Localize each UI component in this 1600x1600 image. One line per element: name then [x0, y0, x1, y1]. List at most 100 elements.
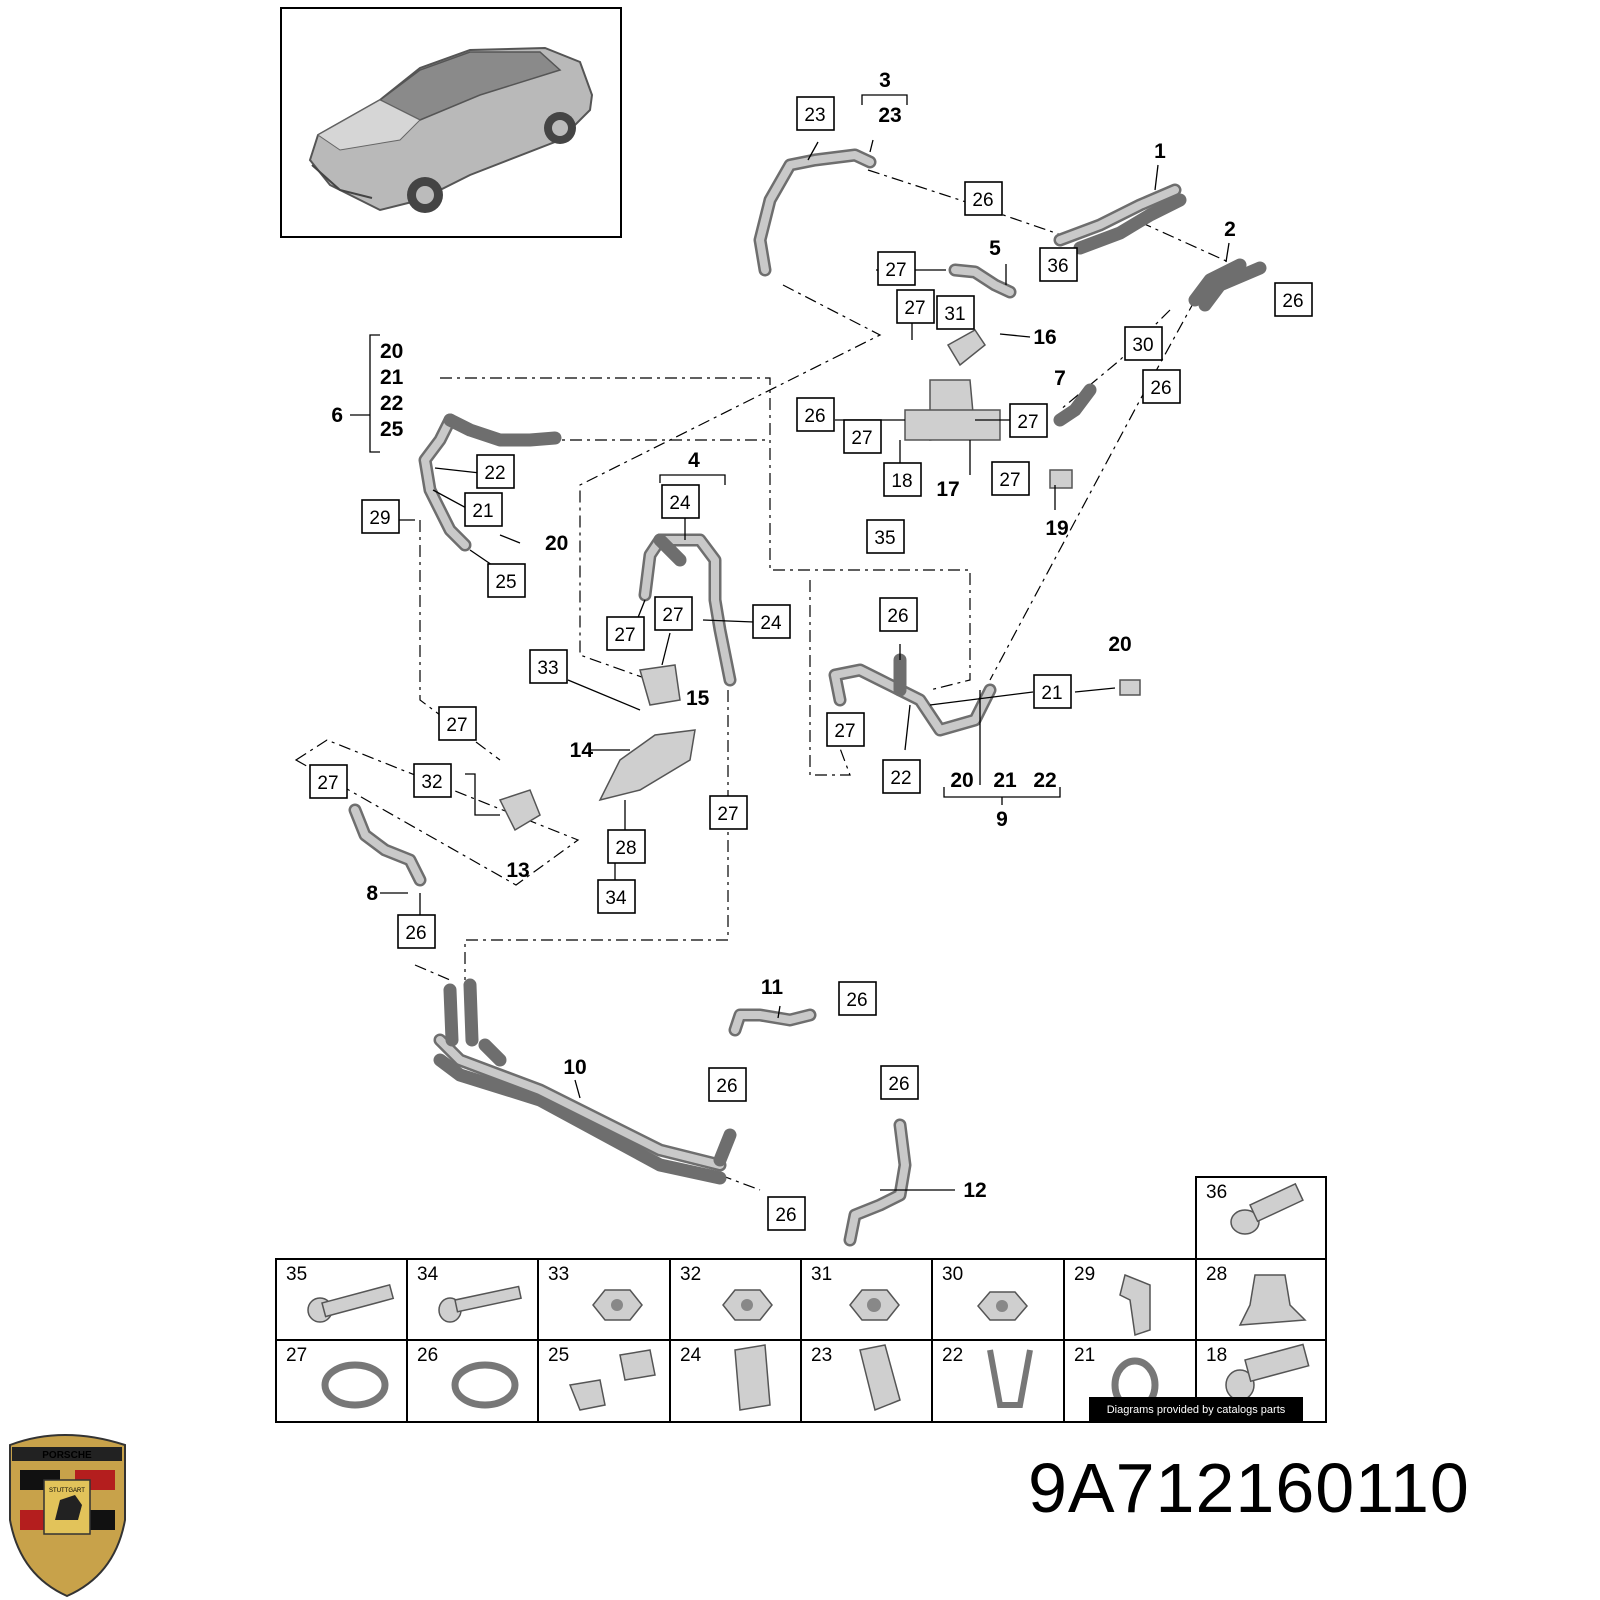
- svg-text:26: 26: [846, 990, 867, 1011]
- nut-icon: [722, 1289, 773, 1321]
- legend-cell-30: 30: [942, 1264, 1028, 1321]
- svg-text:24: 24: [760, 613, 782, 634]
- svg-text:29: 29: [369, 508, 390, 529]
- clip-icon: [859, 1344, 901, 1412]
- legend-cell-32: 32: [680, 1264, 773, 1321]
- callout-box: 25: [487, 563, 526, 598]
- svg-text:23: 23: [878, 104, 901, 127]
- svg-text:35: 35: [874, 528, 895, 549]
- svg-text:27: 27: [614, 625, 635, 646]
- legend-grid: 36 35 34 33 32 31 30 29 28 27 26 25 24 2…: [275, 1176, 1327, 1423]
- svg-text:STUTTGART: STUTTGART: [49, 1488, 85, 1494]
- svg-text:9: 9: [996, 808, 1008, 831]
- svg-text:13: 13: [506, 859, 529, 882]
- callout-box: 27: [606, 616, 645, 651]
- svg-text:21: 21: [993, 769, 1017, 792]
- svg-text:27: 27: [999, 470, 1020, 491]
- legend-cell-31: 31: [811, 1264, 900, 1321]
- double-clip-icon: [568, 1349, 656, 1411]
- svg-text:31: 31: [811, 1264, 832, 1285]
- svg-text:23: 23: [811, 1345, 832, 1366]
- callout-box: 26: [796, 397, 835, 432]
- callout-box: 28: [607, 829, 646, 864]
- svg-text:26: 26: [887, 606, 908, 627]
- callout-box: 23: [796, 96, 835, 131]
- callout-numbers: 3 23 1 2 5 16 7 17 19 20 21 22 25 6 20 4…: [331, 69, 1236, 1202]
- svg-text:18: 18: [1206, 1345, 1227, 1366]
- svg-text:27: 27: [286, 1345, 307, 1366]
- svg-text:32: 32: [680, 1264, 701, 1285]
- svg-text:22: 22: [890, 768, 911, 789]
- svg-text:21: 21: [472, 501, 493, 522]
- callout-box: 26: [880, 1065, 919, 1100]
- legend-cell-34: 34: [417, 1264, 522, 1323]
- callout-box: 27: [654, 596, 693, 631]
- svg-text:20: 20: [950, 769, 973, 792]
- callout-box: 26: [1274, 282, 1313, 317]
- svg-text:32: 32: [421, 772, 442, 793]
- hose-clamp-icon: [451, 1361, 519, 1409]
- legend-cell-29: 29: [1074, 1264, 1151, 1336]
- svg-text:33: 33: [537, 658, 558, 679]
- callout-box: 30: [1124, 326, 1163, 361]
- svg-text:4: 4: [688, 449, 700, 472]
- svg-text:21: 21: [380, 366, 404, 389]
- svg-text:28: 28: [615, 838, 636, 859]
- callout-box: 33: [529, 649, 568, 684]
- callout-box-label: 27: [317, 773, 338, 794]
- legend-cell-22: 22: [942, 1345, 1033, 1408]
- svg-text:20: 20: [1108, 633, 1131, 656]
- svg-text:16: 16: [1033, 326, 1056, 349]
- svg-text:24: 24: [680, 1345, 702, 1366]
- svg-text:27: 27: [904, 298, 925, 319]
- svg-text:11: 11: [761, 976, 784, 999]
- vehicle-inset: [280, 7, 622, 238]
- callout-box: 32: [413, 763, 452, 798]
- callout-box: 21: [464, 492, 503, 527]
- svg-text:33: 33: [548, 1264, 569, 1285]
- callout-box: 27: [877, 251, 916, 286]
- svg-text:1: 1: [1154, 140, 1166, 163]
- legend-cell-27: 27: [286, 1345, 389, 1409]
- callout-box: 27: [709, 795, 748, 830]
- callout-box: 26: [964, 181, 1003, 216]
- callout-box: 18: [883, 462, 922, 497]
- callout-box: 27: [826, 712, 865, 747]
- legend-cell-24: 24: [680, 1344, 771, 1411]
- svg-text:26: 26: [972, 190, 993, 211]
- callout-box: 27: [991, 461, 1030, 496]
- callout-box: 22: [882, 759, 921, 794]
- svg-text:35: 35: [286, 1264, 307, 1285]
- svg-text:36: 36: [1206, 1182, 1227, 1203]
- svg-text:26: 26: [1150, 378, 1171, 399]
- callout-box: 27: [1009, 403, 1048, 438]
- callout-box: 24: [752, 604, 791, 639]
- svg-text:24: 24: [669, 493, 691, 514]
- svg-text:26: 26: [417, 1345, 438, 1366]
- svg-text:28: 28: [1206, 1264, 1227, 1285]
- callout-box: 26: [1142, 369, 1181, 404]
- svg-text:21: 21: [1041, 683, 1062, 704]
- svg-text:19: 19: [1045, 517, 1068, 540]
- callout-box: 29: [361, 499, 400, 534]
- grommet-icon: [1238, 1274, 1307, 1326]
- callout-box-frame: [309, 764, 348, 799]
- svg-text:5: 5: [989, 237, 1001, 260]
- callout-box: 26: [708, 1067, 747, 1102]
- callout-box: 27: [438, 706, 477, 741]
- svg-text:22: 22: [942, 1345, 963, 1366]
- callout-box: 35: [866, 519, 905, 554]
- svg-text:23: 23: [804, 105, 825, 126]
- svg-text:17: 17: [936, 478, 959, 501]
- callout-box: 21: [1033, 674, 1072, 709]
- svg-text:27: 27: [851, 428, 872, 449]
- svg-text:27: 27: [834, 721, 855, 742]
- svg-text:2: 2: [1224, 218, 1236, 241]
- svg-text:6: 6: [331, 404, 343, 427]
- nut-icon: [849, 1289, 900, 1321]
- clip-icon: [1119, 1273, 1151, 1336]
- callout-box: 26: [879, 597, 918, 632]
- svg-text:PORSCHE: PORSCHE: [42, 1450, 92, 1461]
- callout-box: 34: [597, 879, 636, 914]
- legend-cell-28: 28: [1206, 1264, 1307, 1326]
